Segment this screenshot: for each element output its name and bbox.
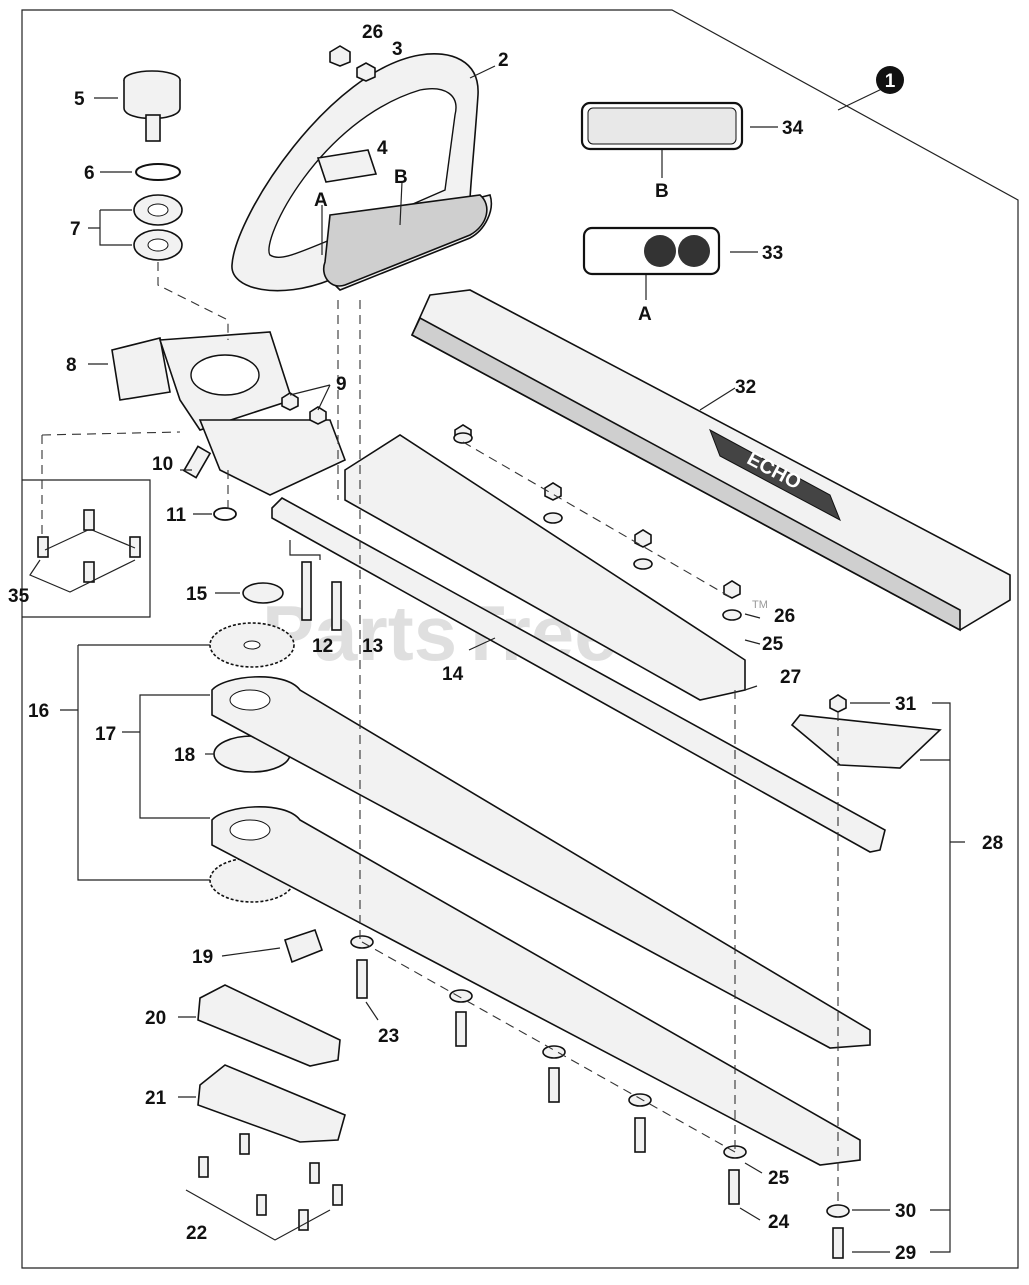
gasket-20 [197,984,341,1067]
screws-22 [185,1133,343,1241]
callout-32: 32 [735,377,756,398]
svg-text:B: B [394,167,408,188]
assembly-marker [876,66,904,94]
nuts-washers-26-25 [453,424,742,621]
callout-31: 31 [895,694,917,715]
snap-ring-6 [135,163,181,181]
svg-text:A: A [638,304,652,325]
washer-30 [826,1204,850,1218]
callout-21: 21 [145,1088,167,1109]
callout-18: 18 [174,745,195,766]
callout-15: 15 [186,584,208,605]
bolt-29 [832,1227,844,1259]
callout-28: 28 [982,833,1003,854]
callout-17: 17 [95,724,116,745]
nut-26-top [329,45,351,67]
callout-24: 24 [768,1212,790,1233]
callout-9: 9 [336,374,347,395]
callout-20: 20 [145,1008,166,1029]
svg-text:A: A [314,190,328,211]
callout-11: 11 [166,505,187,526]
svg-text:1: 1 [885,71,896,92]
blade-bar-14 [271,497,886,853]
callout-7: 7 [70,219,81,240]
watermark-tm: TM [752,599,768,611]
inset-box-35 [22,479,151,618]
callout-8: 8 [66,355,77,376]
callout-4: 4 [377,138,388,159]
callout-13: 13 [362,636,383,657]
leader-lines [60,65,965,1253]
cover-logo-plate [709,428,841,522]
decal-33 [582,226,721,276]
callout-35: 35 [8,586,30,607]
callout-27: 27 [780,667,801,688]
plate-4 [316,149,378,183]
screws-35 [29,509,141,593]
callout-2: 2 [498,50,509,71]
bearing-7-upper [133,194,183,226]
callout-26-top: 26 [362,22,383,43]
callout-25-lower: 25 [768,1168,790,1189]
gear-case-8 [111,331,347,496]
callout-22: 22 [186,1223,207,1244]
callout-19: 19 [192,947,213,968]
nut-3 [356,62,376,82]
decal-34 [580,101,744,151]
cover-21 [197,1064,346,1143]
gear-16-upper [209,622,295,668]
blade-17-lower [211,806,861,1166]
callout-23: 23 [378,1026,399,1047]
bearing-7-lower [133,229,183,261]
callout-16: 16 [28,701,49,722]
nut-9-a [281,392,299,411]
screw-10 [182,445,212,479]
nut-9-b [309,406,327,425]
blade-cover-32: ECHO [410,289,1011,632]
callout-14: 14 [442,664,464,685]
callout-10: 10 [152,454,173,475]
callout-25-upper: 25 [762,634,784,655]
callout-33: 33 [762,243,783,264]
bolt-13 [331,581,342,631]
callout-34: 34 [782,118,804,139]
spacer-19 [283,928,324,964]
svg-text:B: B [655,181,669,202]
callout-26-right: 26 [774,606,795,627]
washer-15 [242,582,284,604]
tip-guard-28 [790,714,942,769]
callout-5: 5 [74,89,85,110]
callout-labels: 26 3 2 5 6 7 4 34 33 8 9 32 10 11 35 15 … [8,22,1003,1264]
alignment-lines [41,262,839,1205]
bolt-12 [301,561,312,621]
clutch-drum-5 [123,70,181,142]
nut-31 [829,694,847,713]
callout-3: 3 [392,39,403,60]
diagram-frame [21,9,1019,1269]
callout-30: 30 [895,1201,916,1222]
blade-17-upper [211,676,871,1049]
callout-12: 12 [312,636,333,657]
callout-6: 6 [84,163,95,184]
snap-ring-11 [213,507,237,521]
callout-29: 29 [895,1243,916,1264]
